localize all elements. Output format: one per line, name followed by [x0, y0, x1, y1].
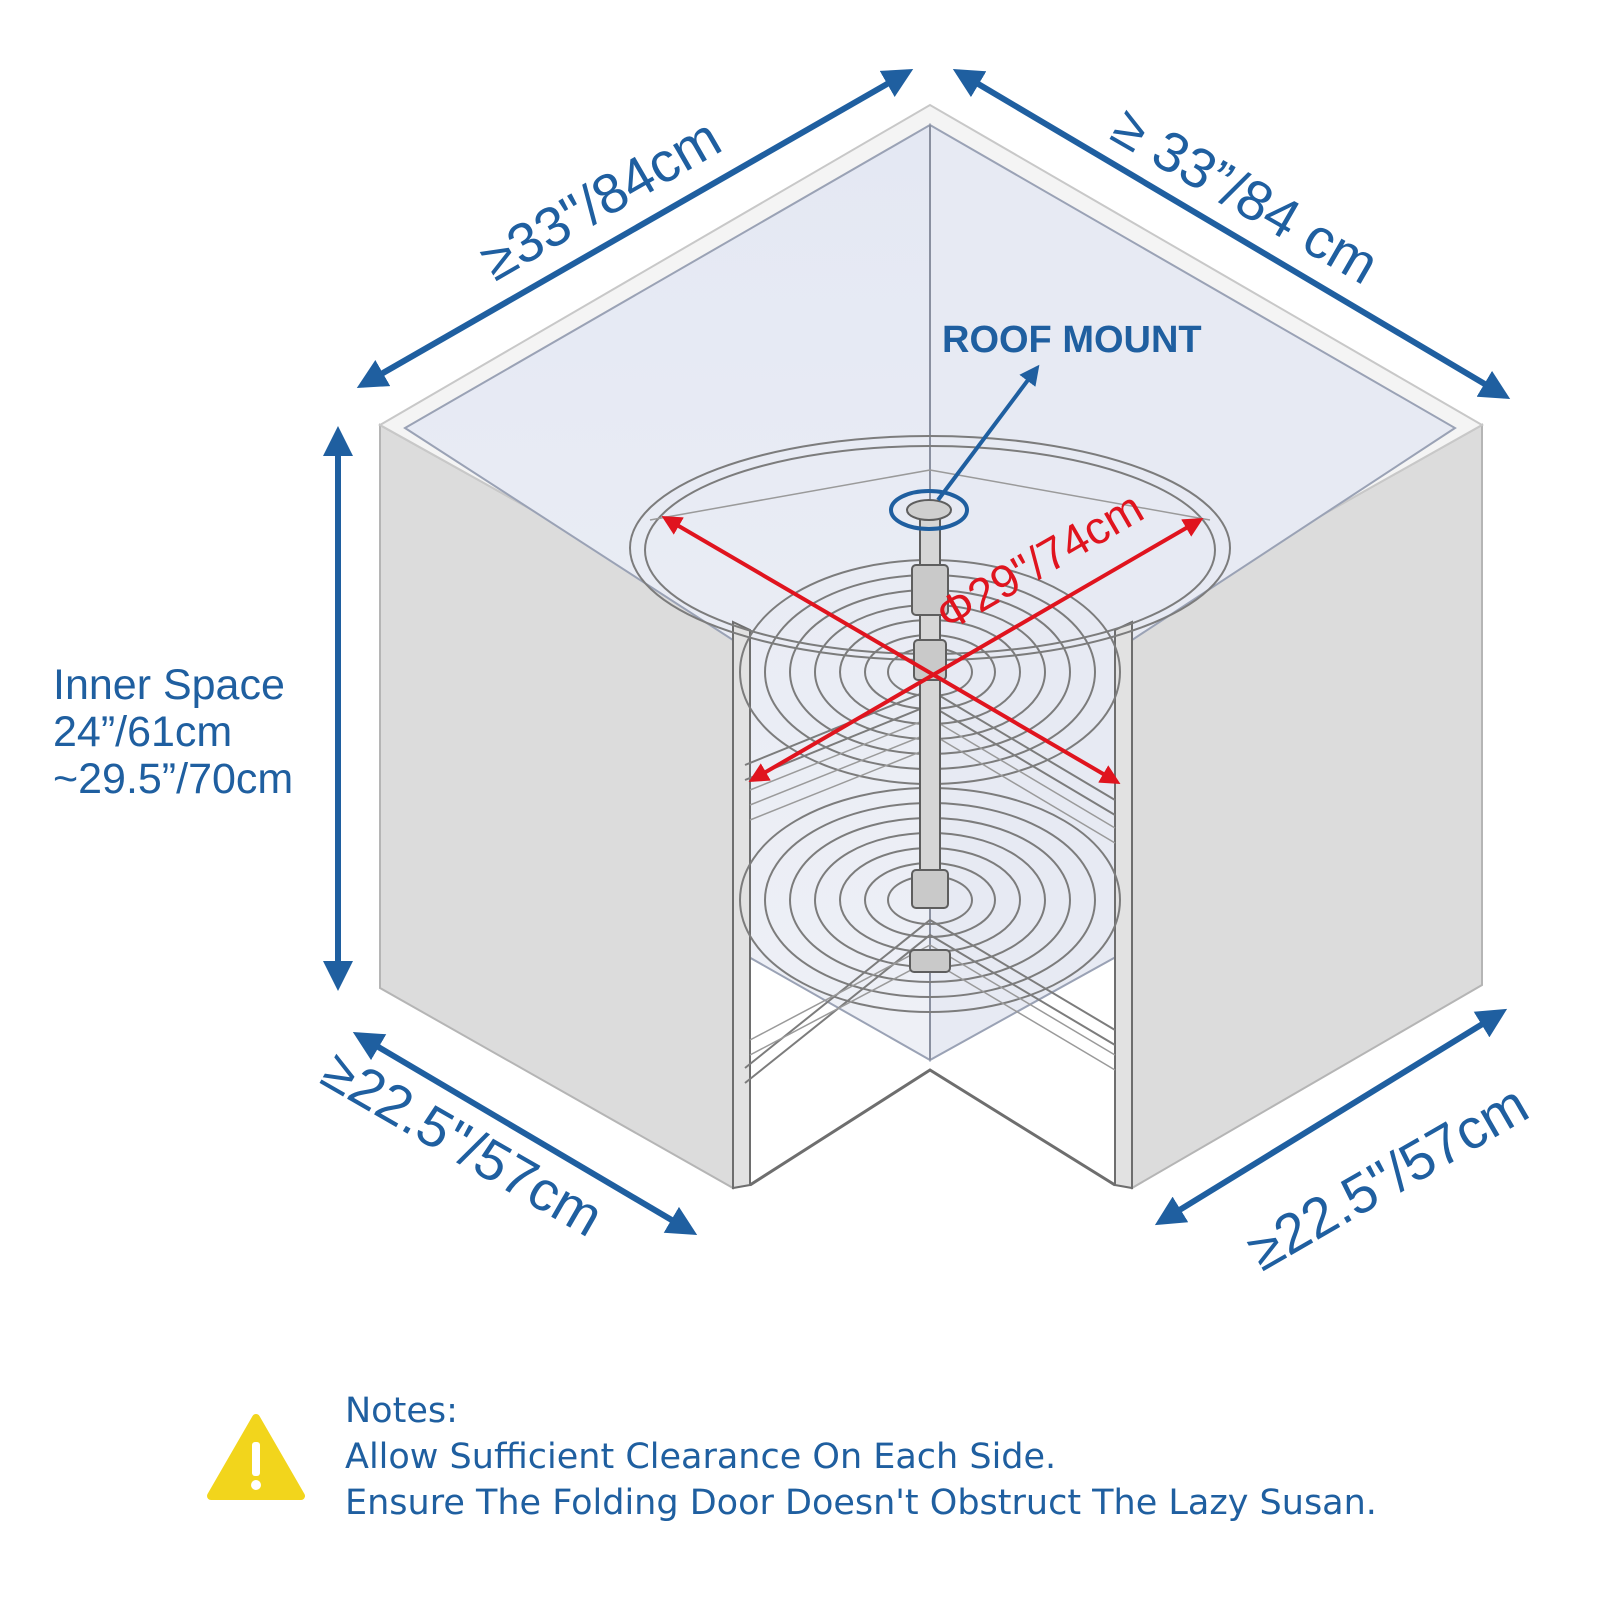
notes-line-1: Allow Sufficient Clearance On Each Side. [345, 1437, 1057, 1477]
notes-heading: Notes: [345, 1391, 458, 1431]
roof-mount-label: ROOF MOUNT [942, 319, 1202, 361]
bottom-right-depth-arrow [1154, 1008, 1508, 1226]
warning-icon [207, 1414, 305, 1500]
notes-block: Notes: Allow Sufficient Clearance On Eac… [345, 1388, 1377, 1526]
inner-space-label: Inner Space 24”/61cm ~29.5”/70cm [53, 661, 293, 803]
inner-space-max: ~29.5”/70cm [53, 755, 293, 803]
bottom-right-depth-label: ≥22.5"/57cm [1237, 1072, 1539, 1283]
inner-space-min: 24”/61cm [53, 708, 232, 756]
top-right-width-arrow [952, 68, 1511, 400]
front-opening-right [1114, 620, 1133, 1190]
bottom-left-depth-arrow [352, 1031, 698, 1236]
cabinet-dimension-diagram: ROOF MOUNT Φ29"/74cm ≥33"/84cm ≥ 33”/84 … [53, 68, 1539, 1283]
front-opening-left [732, 620, 751, 1190]
dimension-arrows [323, 68, 1511, 1236]
inner-space-title: Inner Space [53, 661, 285, 709]
top-left-width-arrow [356, 69, 914, 388]
notes-line-2: Ensure The Folding Door Doesn't Obstruct… [345, 1483, 1377, 1523]
